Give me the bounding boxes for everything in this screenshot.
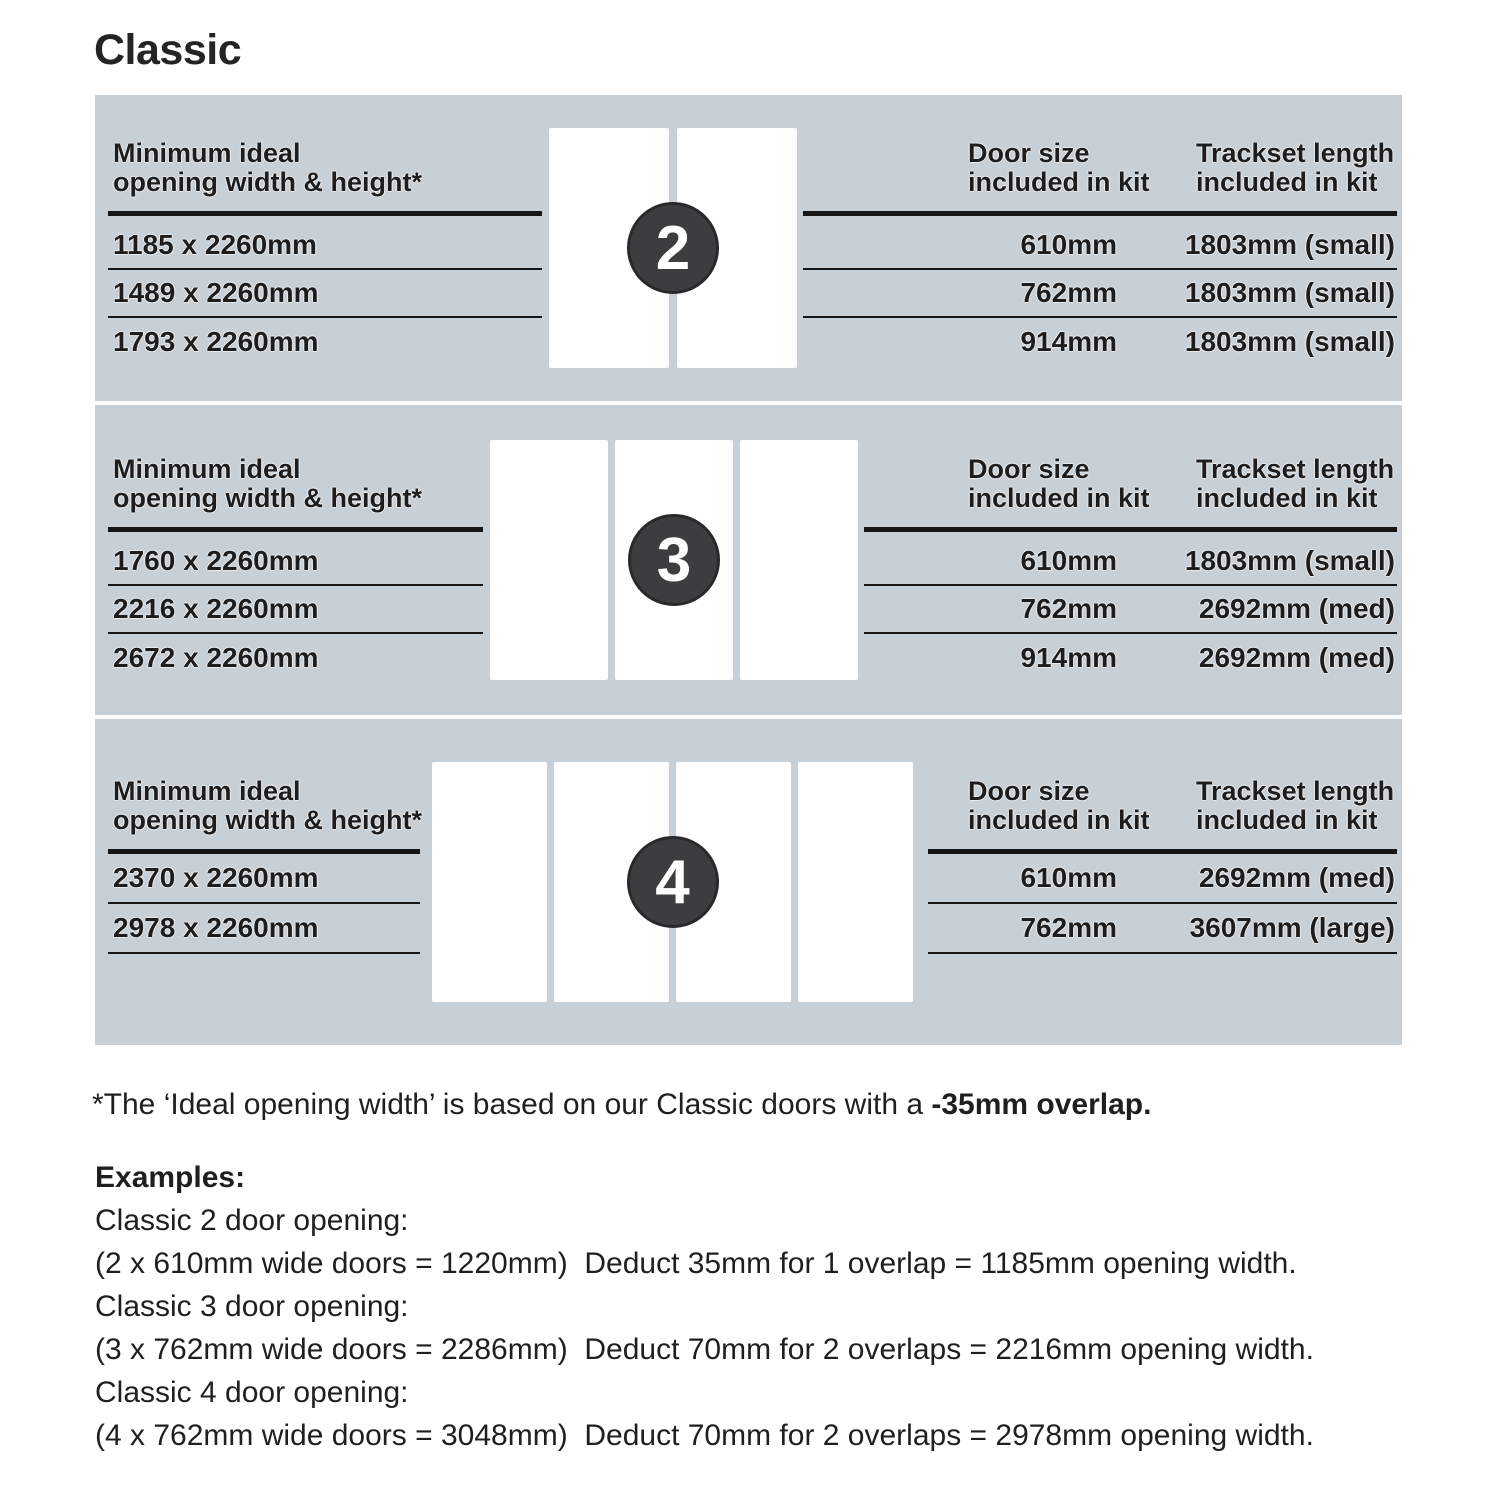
table-row: 1760 x 2260mm [108,538,483,586]
header-rule [108,849,420,854]
table-row: 2216 x 2260mm [108,586,483,634]
door-count-badge: 4 [626,836,719,928]
opening-size-header: Minimum ideal opening width & height* [113,454,422,513]
opening-size-table: Minimum ideal opening width & height* 11… [108,139,542,366]
example-label: Classic 4 door opening: [95,1376,409,1409]
trackset-length-header: Trackset length included in kit [1196,138,1395,197]
example-calculation: (3 x 762mm wide doors = 2286mm) Deduct 7… [95,1333,1314,1366]
opening-size-table: Minimum ideal opening width & height* 23… [108,776,422,954]
kit-contents-table: Door size included in kit Trackset lengt… [864,455,1397,682]
door-diagram-4: 4 [432,719,913,1045]
spec-panel-2-door: Minimum ideal opening width & height* 11… [95,95,1402,401]
example-calculation: (2 x 610mm wide doors = 1220mm) Deduct 3… [95,1247,1297,1280]
table-row: 2978 x 2260mm [108,904,420,954]
header-rule [108,527,483,532]
trackset-length-header: Trackset length included in kit [1196,776,1395,835]
spec-panel-3-door: Minimum ideal opening width & height* 17… [95,405,1402,715]
door-count-badge: 3 [628,514,720,606]
kit-contents-table: Door size included in kit Trackset lengt… [803,139,1397,366]
table-row: 1793 x 2260mm [113,326,319,357]
table-row: 1185 x 2260mm [108,222,542,270]
example-calculation: (4 x 762mm wide doors = 3048mm) Deduct 7… [95,1419,1314,1452]
examples-section: Examples: Classic 2 door opening: (2 x 6… [95,1156,1314,1457]
header-rule [108,211,542,216]
overlap-footnote: *The ‘Ideal opening width’ is based on o… [92,1088,1152,1121]
table-row: 2370 x 2260mm [108,854,420,904]
table-row: 1489 x 2260mm [108,270,542,318]
examples-heading: Examples: [95,1161,246,1194]
door-size-header: Door size included in kit [968,138,1150,197]
kit-contents-table: Door size included in kit Trackset lengt… [928,777,1397,954]
header-rule [928,849,1397,854]
header-rule [803,211,1397,216]
door-size-header: Door size included in kit [968,776,1150,835]
door-diagram-3: 3 [490,405,858,715]
opening-size-table: Minimum ideal opening width & height* 17… [108,455,483,682]
example-label: Classic 3 door opening: [95,1290,409,1323]
opening-size-header: Minimum ideal opening width & height* [113,776,422,835]
header-rule [864,527,1397,532]
trackset-length-header: Trackset length included in kit [1196,454,1395,513]
example-label: Classic 2 door opening: [95,1204,409,1237]
overlap-footnote-bold: -35mm overlap. [931,1088,1152,1121]
door-count-badge: 2 [627,202,719,294]
door-panel [490,440,608,680]
opening-size-header: Minimum ideal opening width & height* [113,138,422,197]
door-panel [432,762,547,1002]
door-diagram-2: 2 [549,95,797,401]
door-panel [798,762,913,1002]
table-row: 2672 x 2260mm [113,642,319,673]
door-size-header: Door size included in kit [968,454,1150,513]
door-panel [740,440,858,680]
spec-panel-4-door: Minimum ideal opening width & height* 23… [95,719,1402,1045]
page-title: Classic [94,26,242,74]
